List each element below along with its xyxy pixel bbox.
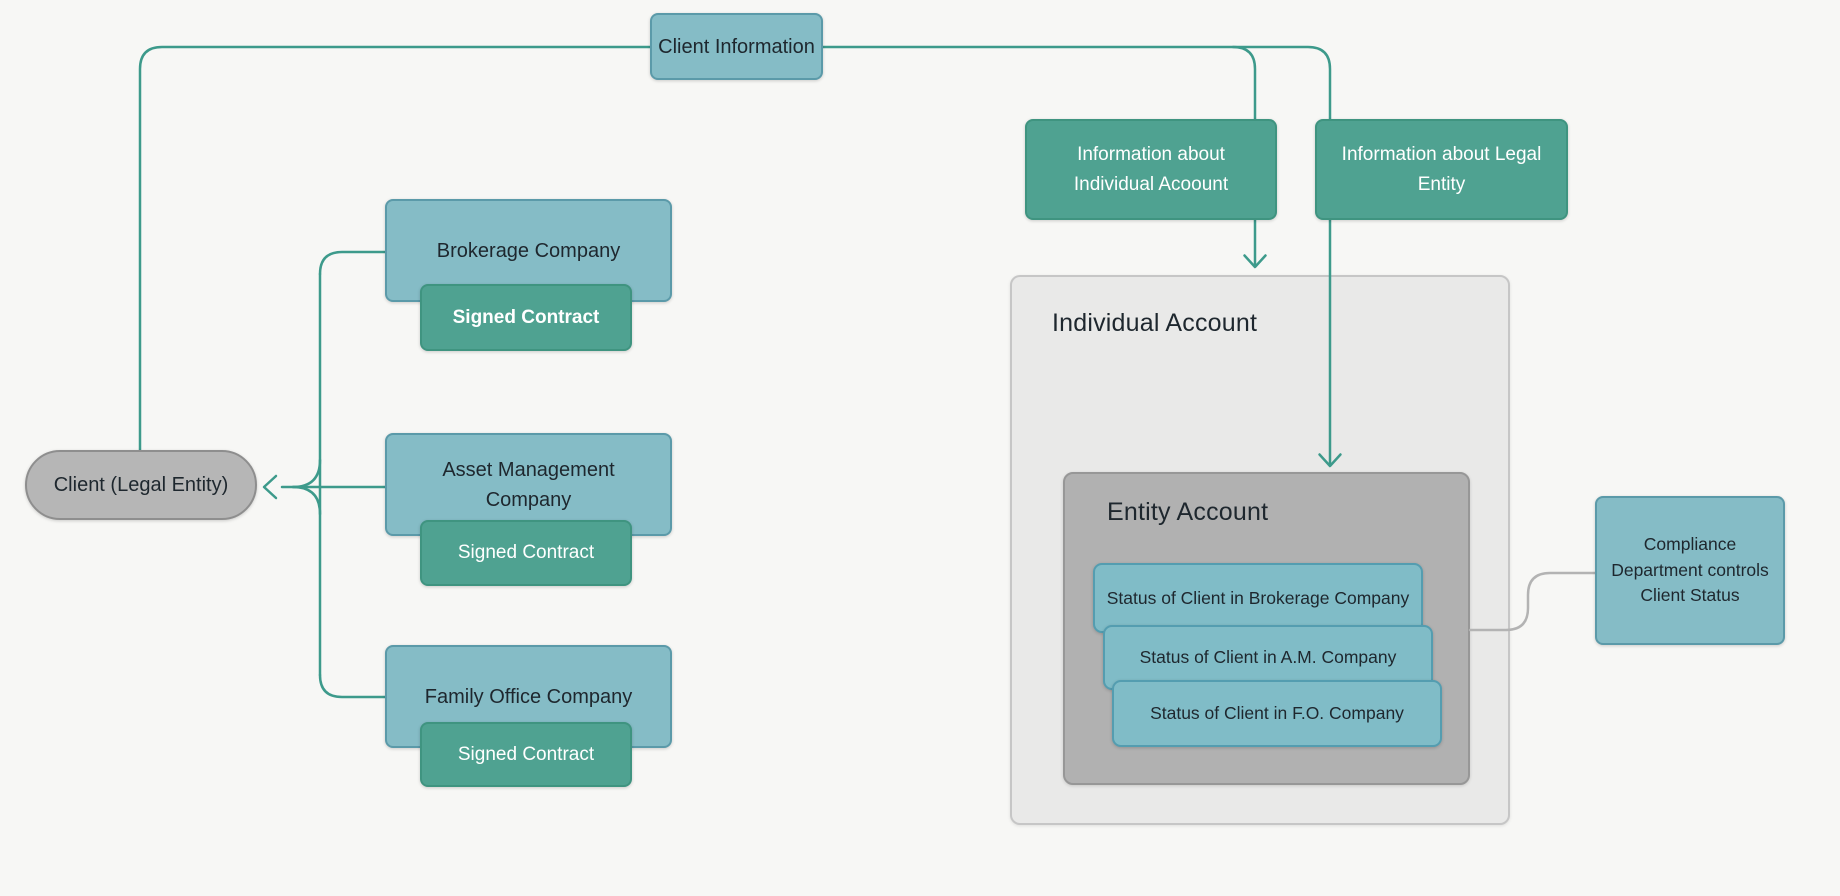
- individual-account-label: Individual Account: [1052, 309, 1258, 337]
- node-info-individual-account: Information about Individual Acoount: [1025, 119, 1277, 220]
- edge-client-info-to-legal-info: [821, 45, 1342, 468]
- node-status-brokerage: Status of Client in Brokerage Company: [1093, 563, 1423, 633]
- node-compliance: Compliance Department controls Client St…: [1595, 496, 1785, 645]
- edge-companies-bracket: [262, 250, 387, 699]
- arrow-into-individual-account: [1243, 254, 1267, 269]
- edge-entity-to-compliance: [1468, 571, 1597, 632]
- node-status-am: Status of Client in A.M. Company: [1103, 625, 1433, 690]
- node-client-information: Client Information: [650, 13, 823, 80]
- node-brokerage-signed-contract: Signed Contract: [420, 284, 632, 351]
- node-asset-management-company: Asset Management Company: [385, 433, 672, 536]
- node-status-fo: Status of Client in F.O. Company: [1112, 680, 1442, 747]
- arrow-into-entity-account: [1318, 453, 1342, 468]
- entity-account-label: Entity Account: [1107, 498, 1269, 526]
- node-client-legal-entity: Client (Legal Entity): [25, 450, 257, 520]
- node-family-signed-contract: Signed Contract: [420, 722, 632, 787]
- arrow-into-client: [262, 474, 278, 500]
- edge-client-info-to-client: [138, 45, 652, 452]
- node-info-legal-entity: Information about Legal Entity: [1315, 119, 1568, 220]
- node-asset-signed-contract: Signed Contract: [420, 520, 632, 586]
